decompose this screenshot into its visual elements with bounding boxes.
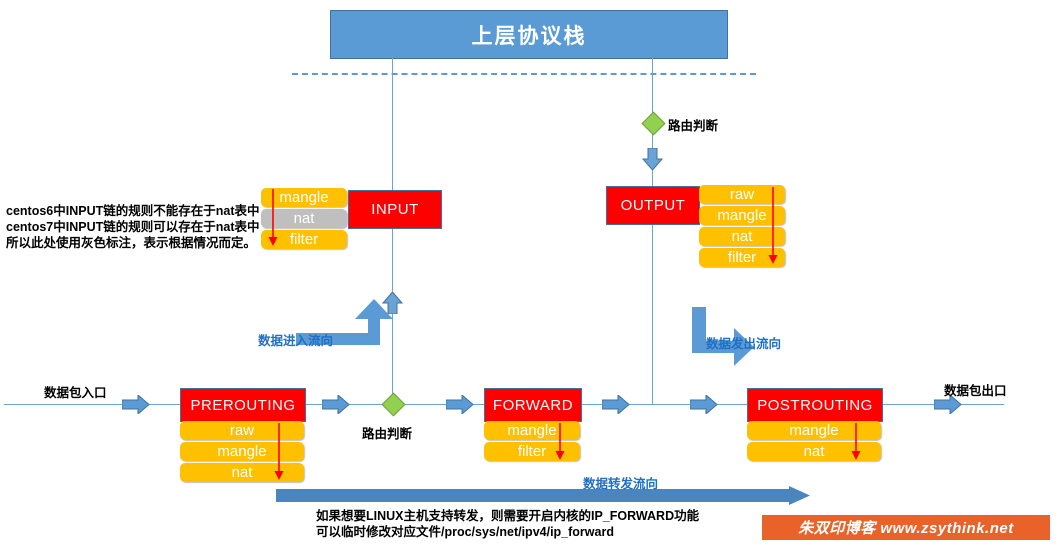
table-pill-postrouting-nat[interactable]: nat: [747, 442, 881, 461]
routing-decision-label-top: 路由判断: [668, 119, 719, 133]
table-pill-prerouting-mangle[interactable]: mangle: [180, 442, 304, 461]
table-stack-forward: mangle filter: [484, 421, 580, 462]
page-title: 上层协议栈: [471, 24, 587, 48]
output-down-arrow-icon: [642, 148, 663, 170]
table-pill-output-mangle[interactable]: mangle: [699, 206, 785, 225]
table-pill-output-raw[interactable]: raw: [699, 185, 785, 204]
routing-decision-diamond-bottom: [381, 392, 406, 417]
table-pill-forward-filter[interactable]: filter: [484, 442, 580, 461]
chain-label-input: INPUT: [371, 201, 419, 218]
flow-chevron-icon-6: [934, 395, 962, 414]
chain-box-postrouting[interactable]: POSTROUTING: [747, 388, 883, 422]
flow-chevron-icon-3: [446, 395, 474, 414]
chain-box-input[interactable]: INPUT: [348, 190, 442, 229]
table-pill-forward-mangle[interactable]: mangle: [484, 421, 580, 440]
table-pill-postrouting-mangle[interactable]: mangle: [747, 421, 881, 440]
table-pill-prerouting-nat[interactable]: nat: [180, 463, 304, 482]
chain-label-forward: FORWARD: [492, 396, 574, 414]
table-stack-output: raw mangle nat filter: [699, 185, 785, 268]
watermark-text: 朱双印博客 www.zsythink.net: [798, 520, 1014, 537]
table-pill-input-nat[interactable]: nat: [261, 209, 347, 228]
table-pill-output-nat[interactable]: nat: [699, 227, 785, 246]
input-path-vertical-line: [392, 57, 393, 405]
data-out-flow-label: 数据发出流向: [706, 337, 782, 351]
table-stack-input: mangle nat filter: [261, 188, 347, 250]
note-bottom-line-2: 可以临时修改对应文件/proc/sys/net/ipv4/ip_forward: [316, 525, 614, 539]
data-in-flow-arrow-icon: [296, 299, 393, 345]
kernel-userspace-divider: [292, 73, 756, 75]
watermark-badge: 朱双印博客 www.zsythink.net: [762, 515, 1050, 540]
chain-box-output[interactable]: OUTPUT: [606, 186, 700, 225]
flow-chevron-icon-4: [602, 395, 630, 414]
forward-flow-arrow-icon: [276, 486, 810, 505]
table-pill-output-filter[interactable]: filter: [699, 248, 785, 267]
input-up-arrow-icon: [382, 292, 403, 314]
chain-box-prerouting[interactable]: PREROUTING: [180, 388, 306, 422]
chain-label-postrouting: POSTROUTING: [757, 396, 873, 414]
note-line-1: centos6中INPUT链的规则不能存在于nat表中: [6, 204, 260, 218]
routing-decision-label-bottom: 路由判断: [362, 427, 413, 441]
packet-in-label: 数据包入口: [44, 386, 107, 400]
routing-decision-diamond-top: [641, 111, 666, 136]
output-path-vertical-line: [652, 57, 653, 405]
table-pill-prerouting-raw[interactable]: raw: [180, 421, 304, 440]
forward-flow-label: 数据转发流向: [583, 477, 659, 491]
table-stack-postrouting: mangle nat: [747, 421, 881, 462]
table-pill-input-mangle[interactable]: mangle: [261, 188, 347, 207]
upper-protocol-stack-box: 上层协议栈: [330, 10, 728, 59]
note-input-nat-explanation: centos6中INPUT链的规则不能存在于nat表中 centos7中INPU…: [6, 203, 260, 251]
note-line-3: 所以此处使用灰色标注，表示根据情况而定。: [6, 236, 257, 250]
flow-chevron-icon-1: [122, 395, 150, 414]
table-pill-input-filter[interactable]: filter: [261, 230, 347, 249]
table-stack-prerouting: raw mangle nat: [180, 421, 304, 483]
note-bottom-line-1: 如果想要LINUX主机支持转发，则需要开启内核的IP_FORWARD功能: [316, 509, 700, 523]
flow-chevron-icon-2: [322, 395, 350, 414]
chain-label-prerouting: PREROUTING: [190, 396, 296, 414]
chain-box-forward[interactable]: FORWARD: [484, 388, 582, 422]
data-out-flow-arrow-icon: [692, 307, 754, 366]
note-ip-forward: 如果想要LINUX主机支持转发，则需要开启内核的IP_FORWARD功能 可以临…: [316, 508, 699, 540]
data-in-flow-label: 数据进入流向: [258, 334, 334, 348]
flow-chevron-icon-5: [690, 395, 718, 414]
packet-out-label: 数据包出口: [944, 384, 1007, 398]
chain-label-output: OUTPUT: [620, 197, 686, 214]
note-line-2: centos7中INPUT链的规则可以存在于nat表中: [6, 220, 260, 234]
